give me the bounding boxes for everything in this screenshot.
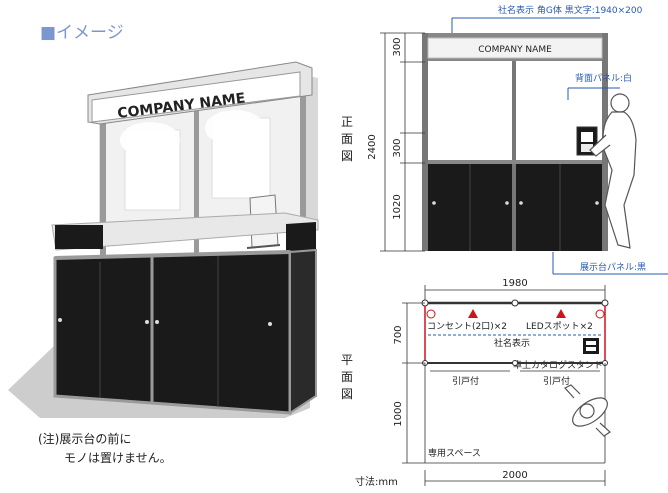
sign-face: [91, 71, 301, 123]
led-spot-icon-right: [556, 309, 566, 318]
dim-base-height: 1020: [392, 194, 403, 219]
post-right: [300, 75, 306, 230]
dim-plan-depth: 700: [393, 325, 404, 344]
front-view: 正 面 図 社名表示 角G体 黒文字:1940×200 COMPANY NAME…: [341, 4, 668, 275]
sliding-door-label-1: 引戸付: [452, 376, 479, 387]
sign-callout-label: 社名表示 角G体 黒文字:1940×200: [498, 4, 643, 16]
space-label: 専用スペース: [428, 447, 481, 459]
svg-text:面: 面: [341, 370, 353, 384]
outlet-icon-left: [426, 309, 436, 319]
booth-outline: [424, 302, 606, 364]
units-label: 寸法:mm: [355, 475, 398, 488]
dim-sign-height: 300: [392, 37, 403, 56]
post-left: [100, 118, 106, 268]
outlet-label: コンセント(2口)×2: [427, 321, 507, 332]
led-label: LEDスポット×2: [526, 321, 593, 332]
led-spot-icon-left: [468, 309, 478, 318]
plan-catalog-icon: [583, 338, 599, 354]
front-company-name: COMPANY NAME: [478, 45, 552, 55]
svg-text:図: 図: [341, 387, 353, 401]
front-post-middle: [512, 58, 516, 251]
post-middle: [194, 105, 199, 255]
plan-sign-label: 社名表示: [494, 337, 530, 349]
dim-plan-width-bottom: 2000: [502, 470, 527, 481]
plan-view-title: 平: [341, 353, 353, 367]
dim-plan-width-top: 1980: [502, 278, 527, 289]
dim-middle-height: 300: [392, 138, 403, 157]
dim-plan-space: 1000: [393, 401, 404, 426]
front-base-right: [516, 164, 602, 251]
person-standing-icon: [589, 93, 637, 249]
person-top-view-icon: [564, 384, 611, 437]
base-cabinet: [53, 250, 292, 415]
side-panel-left: [55, 225, 103, 249]
note-line-2: モノは置けません。: [64, 451, 172, 465]
svg-text:面: 面: [341, 132, 353, 146]
side-panel-right: [286, 222, 316, 254]
outlet-icon-right: [595, 309, 605, 319]
front-post-left: [422, 33, 428, 251]
base-panel-label: 展示台パネル:黒: [580, 261, 646, 273]
sliding-door-label-2: 引戸付: [543, 376, 570, 387]
dim-total-height: 2400: [367, 134, 378, 159]
plan-catalog-label: 卓上カタログスタンド: [513, 359, 603, 371]
back-side: [305, 75, 318, 225]
note-line-1: (注)展示台の前に: [38, 431, 131, 446]
perspective-view: COMPANY NAME (注)展示台の前に モノは置けません。: [8, 61, 319, 465]
front-view-title-1: 正: [341, 115, 353, 129]
svg-text:図: 図: [341, 149, 353, 163]
heading: ■イメージ: [40, 23, 124, 43]
plan-view: 平 面 図 1980 コンセント(2口)×2 LEDスポット×2 社名表示 卓上…: [341, 278, 611, 488]
back-panel-label: 背面パネル:白: [575, 72, 632, 84]
